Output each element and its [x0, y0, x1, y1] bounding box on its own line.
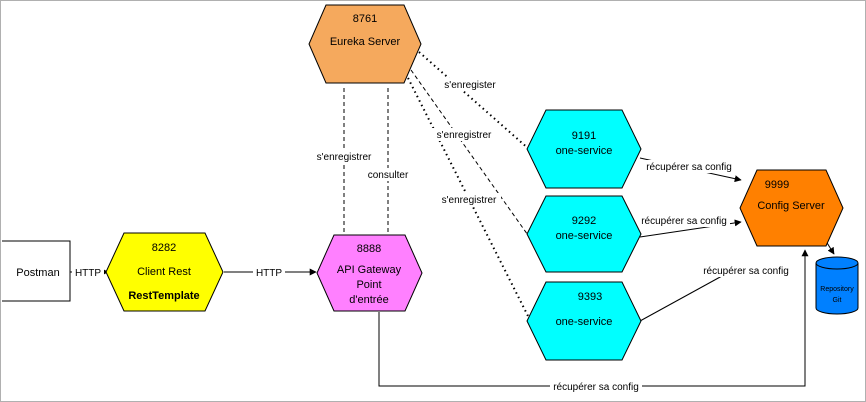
config-name: Config Server	[757, 200, 825, 212]
eureka-port: 8761	[353, 13, 377, 25]
label-http-1: HTTP	[75, 268, 101, 279]
label-gateway-fetch: récupérer sa config	[553, 382, 639, 393]
gateway-line2: Point	[356, 279, 381, 291]
service1-name: one-service	[556, 145, 613, 157]
client-name: Client Rest	[137, 266, 191, 278]
postman-node[interactable]: Postman	[2, 240, 71, 302]
service1-port: 9191	[572, 130, 596, 142]
label-service1-fetch: récupérer sa config	[646, 162, 732, 173]
client-hexagon	[105, 232, 224, 312]
repo-cylinder-body	[815, 263, 859, 315]
label-gateway-register: s'enregistrer	[317, 152, 372, 163]
service2-hexagon	[526, 195, 642, 273]
service2-port: 9292	[572, 215, 596, 227]
label-service2-register: s'enregistrer	[437, 130, 492, 141]
eureka-name: Eureka Server	[330, 36, 401, 48]
service3-hexagon	[526, 281, 642, 361]
service-9292-node[interactable]: 9292 one-service	[526, 195, 642, 273]
postman-box	[2, 240, 71, 302]
repo-cylinder-top	[815, 256, 859, 270]
label-gateway-consult: consulter	[368, 170, 409, 181]
service3-port: 9393	[578, 291, 602, 303]
gateway-line3: d'entrée	[349, 294, 388, 306]
eureka-hexagon	[308, 4, 422, 84]
label-service3-register: s'enregistrer	[442, 195, 497, 206]
gateway-line1: API Gateway	[337, 264, 402, 276]
service-9393-node[interactable]: 9393 one-service	[526, 281, 642, 361]
repo-line1: Repository	[820, 286, 854, 293]
config-hexagon	[739, 169, 844, 247]
edge-service2-register	[410, 69, 531, 239]
repo-line2: Git	[833, 297, 842, 304]
client-rest-node[interactable]: 8282 Client Rest RestTemplate	[105, 232, 224, 312]
label-http-2: HTTP	[256, 268, 282, 279]
api-gateway-node[interactable]: 8888 API Gateway Point d'entrée	[316, 234, 423, 312]
client-extra: RestTemplate	[128, 290, 199, 302]
gateway-hexagon	[316, 234, 423, 312]
service-9191-node[interactable]: 9191 one-service	[526, 109, 642, 189]
service1-hexagon	[526, 109, 642, 189]
service3-name: one-service	[556, 316, 613, 328]
postman-name: Postman	[16, 267, 59, 279]
gateway-port: 8888	[357, 243, 381, 255]
client-port: 8282	[152, 242, 176, 254]
config-server-node[interactable]: 9999 Config Server	[739, 169, 844, 247]
label-service3-fetch: récupérer sa config	[703, 266, 789, 277]
config-port: 9999	[765, 179, 789, 191]
eureka-server-node[interactable]: 8761 Eureka Server	[308, 4, 422, 84]
service2-name: one-service	[556, 230, 613, 242]
repository-git-node[interactable]: Repository Git	[815, 256, 859, 315]
label-service1-register: s'enregister	[444, 80, 496, 91]
label-service2-fetch: récupérer sa config	[641, 216, 727, 227]
